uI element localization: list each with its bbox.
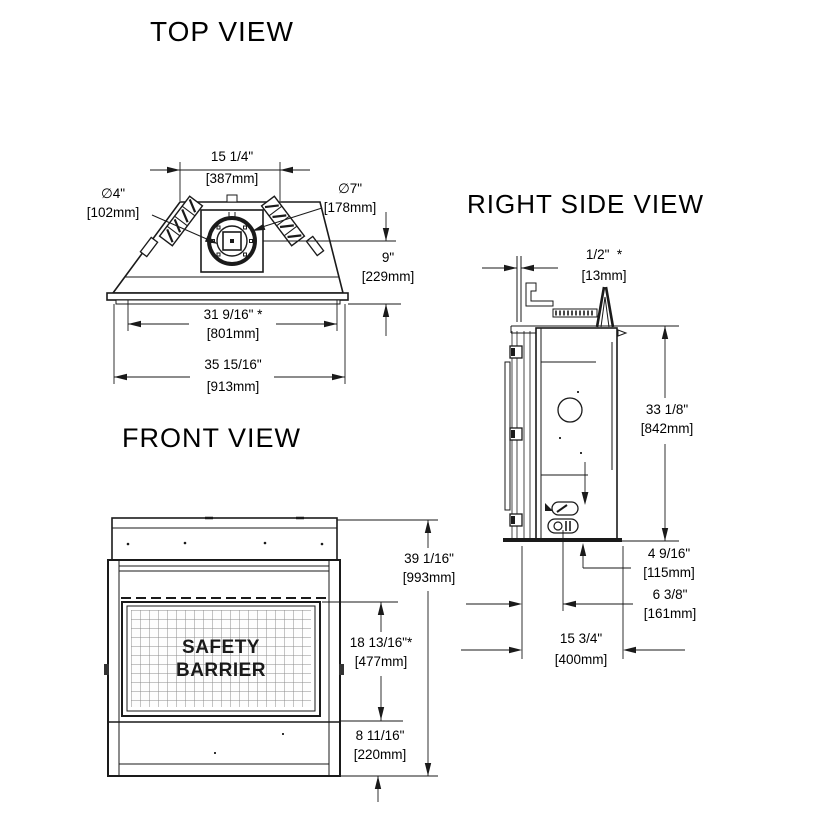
dim-opening-height-metric: [477mm] <box>354 654 408 669</box>
top-flashing <box>111 517 338 561</box>
right-side-view-drawing <box>461 256 685 659</box>
dim-wall-gap-inches: 1/2" * <box>585 247 623 262</box>
dim-framing-width-inches: 31 9/16" * <box>203 307 263 322</box>
dim-framing-width-metric: [801mm] <box>206 326 260 341</box>
dim-opening-height-inches: 18 13/16"* <box>349 635 413 650</box>
dim-overall-width-metric: [913mm] <box>206 379 260 394</box>
front-view-title: FRONT VIEW <box>122 423 302 453</box>
dim-overall-width-inches: 35 15/16" <box>204 357 262 372</box>
dim-gas-access-depth-inches: 6 3/8" <box>652 587 688 602</box>
right-side-view-title: RIGHT SIDE VIEW <box>467 189 704 219</box>
safety-barrier-line1: SAFETY <box>182 636 260 658</box>
dim-gas-access-depth-metric: [161mm] <box>643 606 697 621</box>
dim-base-height-inches: 8 11/16" <box>355 728 405 743</box>
dim-flue-center-width-metric: [387mm] <box>205 171 259 186</box>
dim-overall-depth-metric: [400mm] <box>554 652 608 667</box>
dim-inner-flue-diameter-metric: [102mm] <box>86 205 140 220</box>
dim-front-overall-height-inches: 39 1/16" <box>404 551 454 566</box>
dim-wall-gap-metric: [13mm] <box>581 268 627 283</box>
gas-line-knockout <box>551 501 579 516</box>
dim-outer-flue-diameter-metric: [178mm] <box>323 200 377 215</box>
top-view-drawing <box>106 162 401 384</box>
dim-gas-access-height-metric: [115mm] <box>643 565 695 580</box>
nailing-flange <box>552 308 598 318</box>
dim-flue-center-width-inches: 15 1/4" <box>210 149 254 164</box>
safety-barrier-mesh: SAFETY BARRIER <box>131 610 311 707</box>
dim-flue-center-depth-metric: [229mm] <box>361 269 415 284</box>
dim-side-overall-height-metric: [842mm] <box>640 421 694 436</box>
left-louver-strip <box>158 195 204 247</box>
dim-gas-access-height-inches: 4 9/16" <box>647 546 691 561</box>
side-knockout-hole <box>557 397 583 423</box>
dim-front-overall-height-metric: [993mm] <box>402 570 456 585</box>
dim-side-overall-height-inches: 33 1/8" <box>645 402 689 417</box>
dim-flue-center-depth-inches: 9" <box>381 250 395 265</box>
top-standoff-bracket <box>525 282 554 307</box>
glass-front-edge <box>504 361 511 511</box>
safety-barrier-line2: BARRIER <box>175 659 267 681</box>
dim-overall-depth-inches: 15 3/4" <box>559 631 603 646</box>
flue-collar <box>595 286 606 328</box>
dim-base-height-metric: [220mm] <box>353 747 407 762</box>
dim-outer-flue-diameter-inches: ∅7" <box>337 181 363 196</box>
safety-barrier-label: SAFETY BARRIER <box>176 636 266 682</box>
inner-flue-circle <box>216 225 248 257</box>
top-view-title: TOP VIEW <box>150 16 294 47</box>
dim-inner-flue-diameter-inches: ∅4" <box>100 186 126 201</box>
right-louver-strip <box>260 195 306 247</box>
